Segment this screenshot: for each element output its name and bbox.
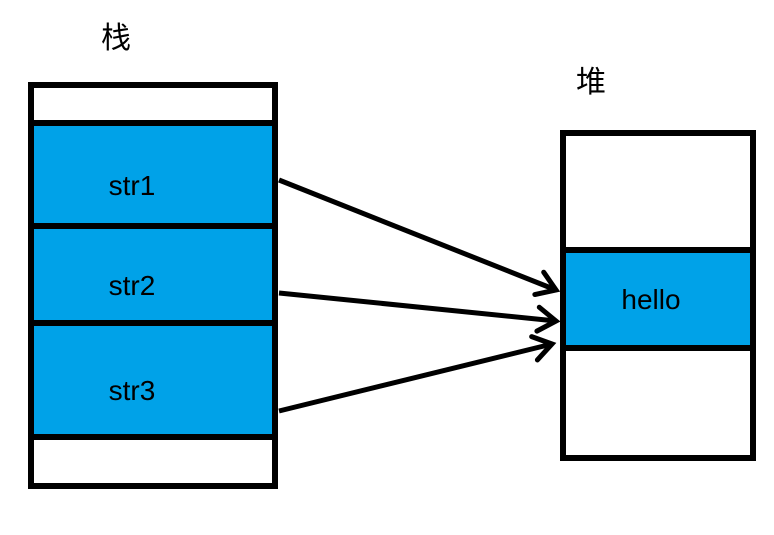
stack-divider: [34, 120, 272, 126]
arrow-str3-to-hello: [278, 334, 557, 414]
stack-cell-empty-bottom: [34, 440, 272, 483]
heap-region-label: 堆: [576, 66, 606, 99]
stack-box: str1 str2 str3: [28, 82, 278, 489]
arrow-str2-to-hello: [278, 290, 561, 334]
stack-cell-str3: str3: [34, 326, 272, 434]
stack-cell-str2: str2: [34, 229, 272, 320]
heap-cell-hello-label: hello: [621, 284, 681, 315]
heap-cell-empty-bottom: [566, 351, 750, 455]
stack-cell-str1-label: str1: [108, 169, 156, 201]
stack-cell-str1: str1: [34, 126, 272, 223]
heap-divider: [566, 247, 750, 253]
stack-divider: [34, 434, 272, 440]
stack-divider: [34, 223, 272, 229]
stack-region-label: 栈: [101, 22, 131, 55]
stack-cell-str3-label: str3: [108, 375, 156, 406]
stack-divider: [34, 320, 272, 326]
heap-cell-empty-top: [566, 136, 750, 247]
heap-divider: [566, 345, 750, 351]
stack-cell-empty-top: [34, 88, 272, 120]
heap-cell-hello: hello: [566, 253, 750, 345]
stack-cell-str2-label: str2: [108, 269, 156, 301]
arrow-str1-to-hello: [278, 177, 561, 298]
heap-box: hello: [560, 130, 756, 461]
